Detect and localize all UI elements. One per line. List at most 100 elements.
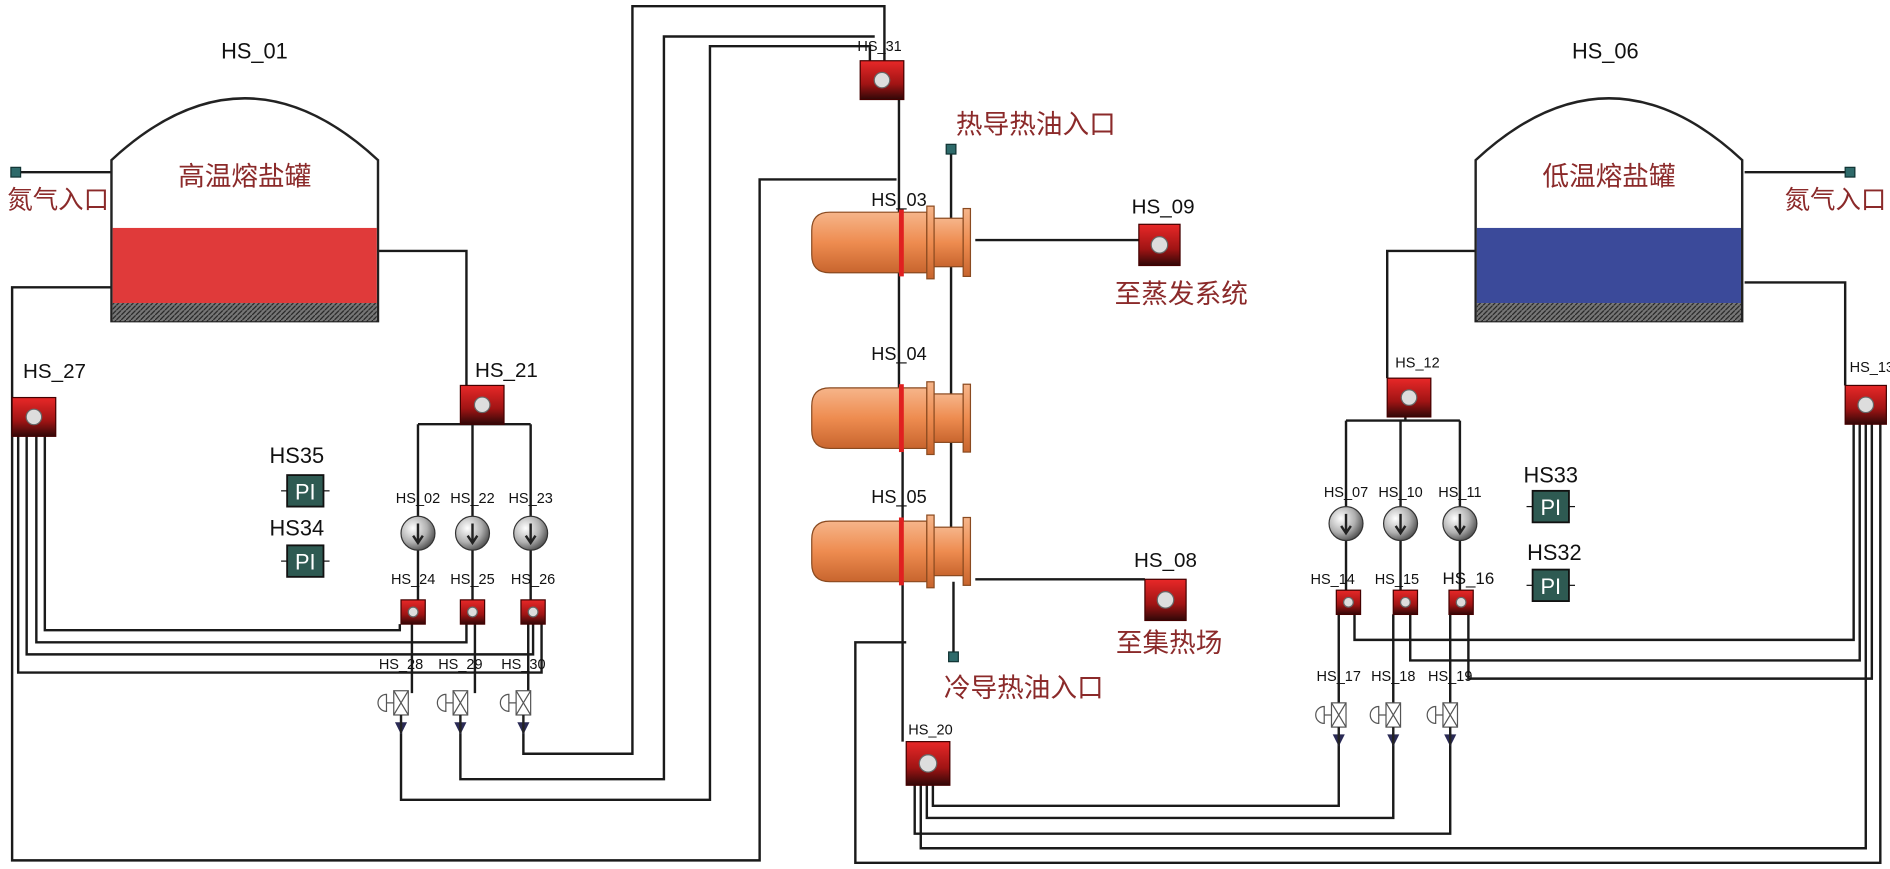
heater-hs_09[interactable] [1138,223,1181,267]
pressure-indicator-hs33[interactable]: PI [1526,489,1575,524]
flange [962,207,972,277]
pipe-line [931,733,1340,808]
heater-hs_12[interactable] [1386,377,1432,418]
pi-label: PI [295,479,316,504]
flange [962,516,972,586]
pipe-line [925,733,1395,820]
valve-cross-icon [1385,702,1402,728]
nitrogen-inlet-label: 氮气入口 [7,185,109,215]
heater-hs_21[interactable] [459,384,505,425]
actuator-icon [1369,705,1386,725]
pump-hs_10[interactable] [1382,505,1419,542]
heater-tag: HS_08 [1134,549,1197,572]
pump-hs_11[interactable] [1442,505,1478,542]
flange [926,381,935,456]
valve-tag: HS_18 [1371,669,1415,685]
pressure-indicator-hs32[interactable]: PI [1526,568,1575,602]
pump-tag: HS_22 [450,491,494,507]
pi-tag: HS35 [270,443,325,468]
heater-tag: HS_14 [1310,572,1354,588]
pipe-line [399,44,872,801]
pump-tag: HS_10 [1378,485,1422,501]
pump-tag: HS_11 [1438,485,1481,501]
heater-core [25,408,43,426]
pi-tag: HS34 [270,516,325,541]
heater-hs_14[interactable] [1335,589,1362,616]
heater-tag: HS_20 [908,722,952,738]
cold-oil-inlet-label: 冷导热油入口 [944,673,1104,704]
heater-core [1455,596,1467,608]
flange [962,383,972,453]
to-evaporation-label: 至蒸发系统 [1115,279,1248,310]
valve-hs_29[interactable] [436,690,469,735]
valve-hs_18[interactable] [1369,702,1402,747]
tank-base [112,303,377,322]
heat-exchanger-hs_03[interactable] [811,205,972,280]
actuator-icon [1426,705,1443,725]
heater-tag: HS_13 [1850,360,1890,376]
pipe-line [16,436,543,674]
pi-label: PI [1540,574,1561,599]
heater-core [473,396,491,414]
salt-level [1476,227,1741,304]
pipe-line [854,424,1882,864]
nitrogen-inlet-label: 氮气入口 [1785,185,1887,215]
nitrogen-inlet-port[interactable] [1844,166,1856,178]
heater-hs_25[interactable] [459,599,486,625]
pressure-indicator-hs34[interactable]: PI [281,544,330,578]
valve-tag: HS_19 [1428,669,1472,685]
heater-hs_31[interactable] [859,60,905,101]
pump-hs_23[interactable] [513,515,549,551]
heater-tag: HS_31 [857,39,901,55]
heater-hs_16[interactable] [1448,589,1474,616]
salt-nozzle [898,517,904,586]
cold-oil-inlet-port[interactable] [948,651,959,663]
pipe-line [459,35,875,781]
pump-hs_07[interactable] [1328,505,1364,542]
valve-cross-icon [393,690,409,716]
heater-hs_13[interactable] [1844,384,1887,425]
heater-core [1399,596,1411,608]
heater-hs_20[interactable] [905,741,951,786]
valve-tag: HS_28 [379,657,423,673]
nitrogen-inlet-port[interactable] [10,166,22,178]
heater-core [1150,236,1169,254]
heater-tag: HS_25 [450,572,494,588]
pi-box [1531,568,1570,602]
heater-hs_26[interactable] [520,599,546,625]
shell [811,387,928,450]
heater-core [873,71,891,89]
tank-hs_06[interactable] [1474,97,1744,323]
valve-tag: HS_30 [501,657,545,673]
channel [933,393,964,443]
pump-hs_22[interactable] [454,515,491,551]
tank-hs_01[interactable] [110,97,380,323]
valve-hs_19[interactable] [1426,702,1459,747]
pump-hs_02[interactable] [400,515,436,551]
tank-name: 高温熔盐罐 [178,162,311,193]
exchanger-tag: HS_03 [871,190,927,211]
pressure-indicator-hs35[interactable]: PI [281,474,330,508]
actuator-icon [499,693,517,712]
shell [811,520,928,583]
arrow-down-icon [1340,513,1352,536]
heater-hs_15[interactable] [1392,589,1419,616]
heat-exchanger-hs_04[interactable] [811,381,972,456]
heat-exchanger-hs_05[interactable] [811,514,972,589]
valve-cross-icon [515,690,532,716]
valve-hs_17[interactable] [1315,702,1347,747]
salt-level [112,227,377,304]
exchanger-tag: HS_05 [871,487,927,508]
heater-core [1400,389,1418,406]
tank-tag: HS_06 [1572,38,1639,63]
heater-tag: HS_15 [1375,572,1419,588]
heater-tag: HS_09 [1132,195,1195,218]
heater-hs_24[interactable] [400,599,426,625]
valve-hs_28[interactable] [377,690,409,735]
heater-hs_27[interactable] [11,396,57,437]
pi-label: PI [1540,495,1561,520]
hot-oil-inlet-port[interactable] [945,143,957,155]
valve-hs_30[interactable] [499,690,532,735]
heater-hs_08[interactable] [1144,578,1187,622]
